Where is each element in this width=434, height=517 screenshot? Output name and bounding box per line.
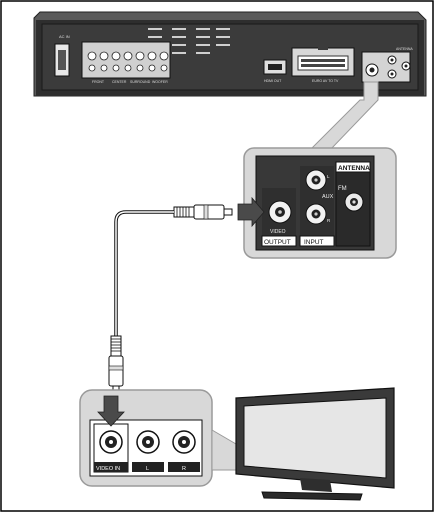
tv-video-in-label: VIDEO IN — [96, 466, 120, 472]
tv-input-callout: VIDEO IN L R — [79, 389, 237, 487]
output-label: OUTPUT — [264, 239, 291, 246]
speaker-terminals — [81, 41, 171, 79]
tv-left-label: L — [146, 466, 149, 472]
ac-in-label: AC IN — [59, 34, 70, 39]
arrow-into-video-output — [237, 196, 265, 228]
vent-slots — [148, 28, 230, 54]
video-cable — [108, 204, 233, 393]
video-label: VIDEO — [270, 229, 286, 235]
aux-left-mark: L — [327, 174, 330, 179]
fm-label: FM — [338, 186, 347, 192]
unit-rear-panel: AC IN FRONT CENTER SURROUND WOOFER HDMI … — [33, 11, 427, 97]
input-label: INPUT — [304, 239, 324, 246]
unit-connector-callout: ANTENNA FM L AUX R INPUT VIDEO OUTPUT — [243, 147, 397, 259]
scart-label: EURO AV TO TV — [312, 79, 339, 83]
speaker-label-woofer: WOOFER — [152, 80, 168, 84]
hdmi-label: HDMI OUT — [264, 79, 282, 83]
speaker-label-front: FRONT — [92, 80, 105, 84]
aux-label: AUX — [322, 194, 334, 200]
arrow-into-tv-video-in — [97, 395, 125, 427]
tv-set — [235, 387, 395, 501]
antenna-label: ANTENNA — [338, 165, 370, 172]
antenna-label-small: ANTENNA — [396, 47, 413, 51]
aux-right-mark: R — [327, 218, 331, 223]
tv-right-label: R — [182, 466, 186, 472]
speaker-label-center: CENTER — [112, 80, 127, 84]
speaker-label-surround: SURROUND — [130, 80, 151, 84]
